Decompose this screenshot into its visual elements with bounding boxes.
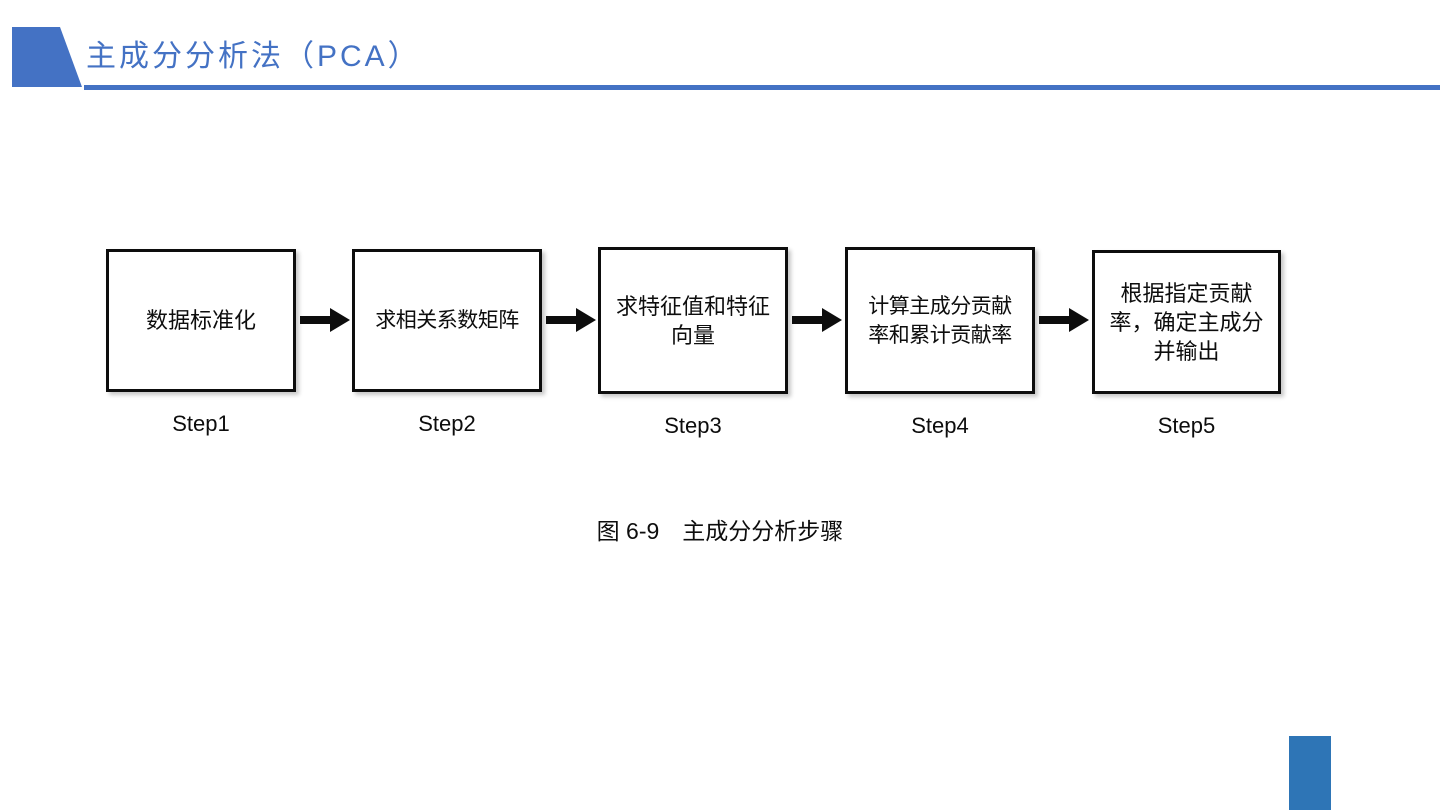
flow-step-5-text: 根据指定贡献 率，确定主成分 并输出	[1109, 280, 1264, 364]
page-title: 主成分分析法（PCA）	[86, 40, 421, 73]
header-underline-rule	[84, 85, 1440, 90]
flow-arrow-1-icon	[300, 307, 350, 333]
flow-arrow-2-icon	[546, 307, 596, 333]
flow-step-1-text: 数据标准化	[145, 308, 256, 333]
flow-step-3-label: Step3	[664, 413, 722, 438]
flow-step-4-box[interactable]: 计算主成分贡献 率和累计贡献率	[845, 247, 1035, 394]
flow-step-3-text: 求特征值和特征 向量	[615, 293, 770, 348]
header-accent-trapezoid-icon	[12, 27, 82, 87]
figure-caption: 图 6-9 主成分分析步骤	[596, 518, 844, 544]
slide-header: 主成分分析法（PCA）	[0, 0, 1440, 100]
flow-step-5-box[interactable]: 根据指定贡献 率，确定主成分 并输出	[1092, 250, 1281, 394]
flow-step-4-text: 计算主成分贡献 率和累计贡献率	[868, 294, 1012, 347]
flow-arrow-4-icon	[1039, 307, 1089, 333]
flow-step-4-label: Step4	[911, 413, 969, 438]
footer-accent-bar	[1289, 736, 1331, 810]
flow-arrow-3-icon	[792, 307, 842, 333]
flow-step-1-label: Step1	[172, 411, 230, 436]
flow-step-2-label: Step2	[418, 411, 476, 436]
flow-step-1-box[interactable]: 数据标准化	[106, 249, 296, 392]
flow-step-2-box[interactable]: 求相关系数矩阵	[352, 249, 542, 392]
flow-step-2-text: 求相关系数矩阵	[375, 309, 519, 332]
flow-step-3-box[interactable]: 求特征值和特征 向量	[598, 247, 788, 394]
flow-step-5-label: Step5	[1157, 413, 1216, 438]
